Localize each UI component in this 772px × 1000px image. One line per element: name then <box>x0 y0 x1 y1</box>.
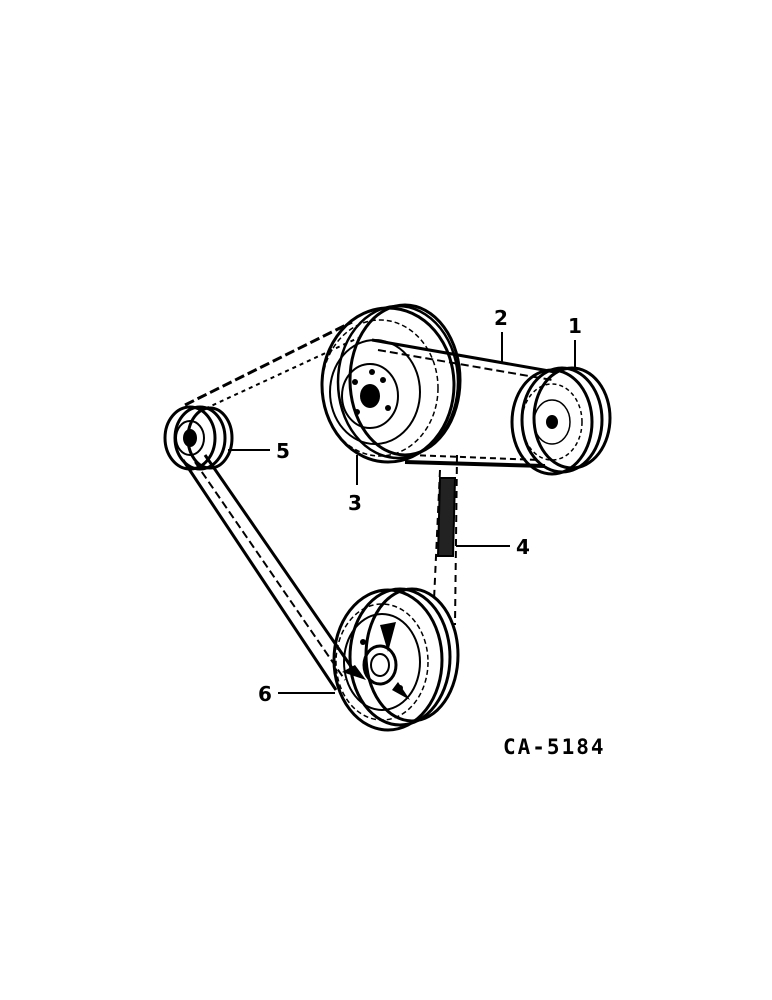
belt-4 <box>433 454 458 626</box>
leader-lines <box>228 332 576 694</box>
belt-4-section <box>436 477 457 557</box>
pulley-6 <box>332 587 460 732</box>
pulley-3 <box>320 303 462 464</box>
belt-5-to-6 <box>181 454 354 691</box>
callout-1: 1 <box>568 314 582 338</box>
callout-3: 3 <box>348 491 362 515</box>
callout-5: 5 <box>276 439 290 463</box>
callout-4: 4 <box>516 535 530 559</box>
callout-2: 2 <box>494 306 508 330</box>
pulley-1 <box>510 366 612 476</box>
pulley-5 <box>163 405 234 471</box>
belt-5-to-3 <box>184 320 359 413</box>
drawing-code: CA-5184 <box>503 735 606 759</box>
callout-6: 6 <box>258 682 272 706</box>
